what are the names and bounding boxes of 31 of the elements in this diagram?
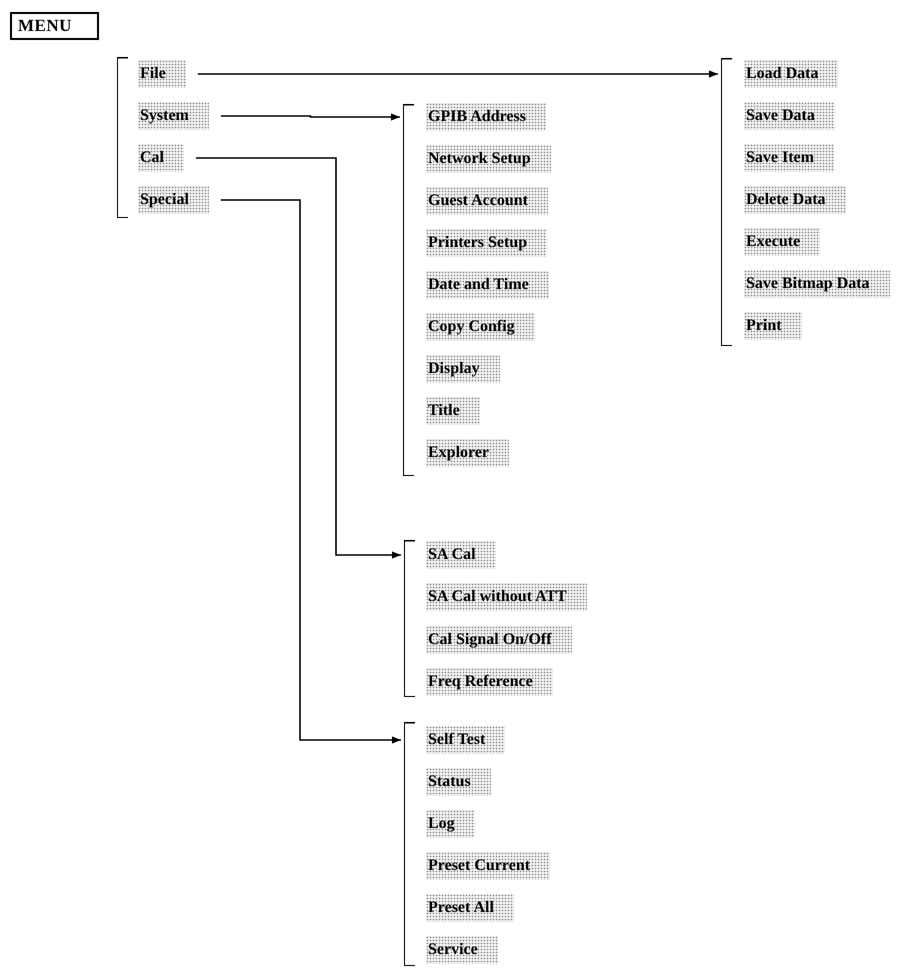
menu-item: Copy Config (426, 313, 535, 341)
menu-item: Date and Time (426, 271, 549, 299)
menu-item: Preset All (426, 894, 514, 922)
menu-title-box: MENU (10, 12, 99, 40)
menu-item: Save Item (744, 144, 834, 172)
menu-item: Guest Account (426, 187, 548, 215)
menu-item: Network Setup (426, 145, 551, 173)
menu-item: Save Bitmap Data (744, 270, 890, 298)
menu-item: Log (426, 810, 475, 838)
menu-item: Printers Setup (426, 229, 548, 257)
menu-item: Self Test (426, 726, 506, 754)
menu-item: Cal (138, 144, 184, 172)
menu-item: Explorer (426, 439, 510, 467)
menu-item: SA Cal (426, 541, 496, 569)
menu-item: Preset Current (426, 852, 550, 880)
menu-item: Service (426, 936, 498, 964)
menu-item: SA Cal without ATT (426, 583, 587, 612)
menu-item: System (138, 102, 209, 130)
menu-item: Delete Data (744, 186, 846, 214)
menu-item: Title (426, 397, 480, 425)
menu-item: Freq Reference (426, 668, 553, 696)
menu-item: Load Data (744, 60, 838, 88)
menu-item: Save Data (744, 102, 835, 130)
menu-item: Execute (744, 228, 820, 256)
menu-item: Special (138, 186, 209, 214)
menu-item: Print (744, 312, 802, 340)
menu-item: File (138, 60, 186, 88)
menu-item: GPIB Address (426, 103, 546, 131)
menu-item: Cal Signal On/Off (426, 626, 572, 654)
menu-item: Display (426, 355, 500, 383)
menu-item: Status (426, 768, 491, 796)
